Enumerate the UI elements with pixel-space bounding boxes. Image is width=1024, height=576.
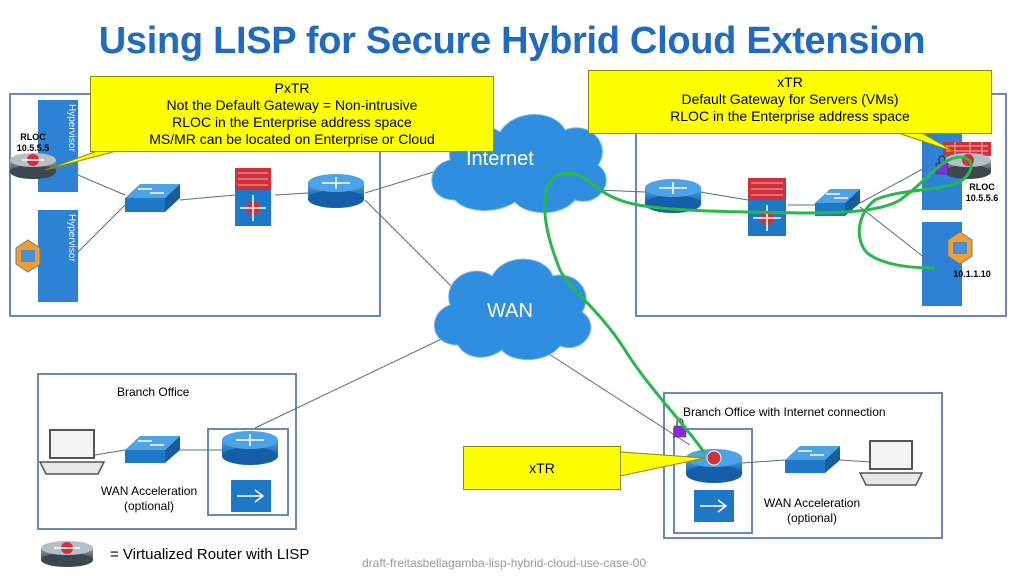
lisp-vrouter-legend-icon bbox=[41, 541, 93, 567]
router-branch-internet bbox=[686, 449, 742, 483]
branch-office-wan-accel-line1: WAN Acceleration bbox=[100, 484, 198, 498]
rloc-right-label: RLOC 10.5.5.6 bbox=[957, 182, 1007, 204]
lisp-tunnel-path bbox=[543, 155, 973, 455]
branch-internet-wan-accel: WAN Acceleration (optional) bbox=[755, 496, 869, 526]
xtr-branch-callout: xTR bbox=[463, 446, 621, 490]
lisp-vrouter-left bbox=[10, 153, 56, 179]
wan-cloud bbox=[434, 258, 592, 361]
hypervisor-bottom-panel: Hypervisor bbox=[38, 210, 78, 302]
xtr-callout: xTR Default Gateway for Servers (VMs) RL… bbox=[588, 70, 992, 134]
xtr-branch-callout-heading: xTR bbox=[529, 460, 555, 476]
pxtr-callout-line1: Not the Default Gateway = Non-intrusive bbox=[166, 97, 418, 113]
legend-text: = Virtualized Router with LISP bbox=[110, 546, 310, 563]
firewall-stack-right bbox=[748, 178, 786, 236]
pxtr-callout-line2: RLOC in the Enterprise address space bbox=[172, 114, 412, 130]
rloc-left-title: RLOC bbox=[20, 132, 46, 142]
lock-icon-branch bbox=[673, 418, 687, 438]
wan-accel-branch bbox=[231, 480, 271, 512]
rloc-left-ip: 10.5.5.5 bbox=[16, 143, 50, 153]
vm-right-ip: 10.1.1.10 bbox=[953, 269, 991, 279]
pxtr-callout-line3: MS/MR can be located on Enterprise or Cl… bbox=[149, 131, 435, 147]
rloc-right-title: RLOC bbox=[969, 182, 995, 192]
rloc-left-label: RLOC 10.5.5.5 bbox=[10, 132, 56, 154]
branch-office-wan-accel-line2: (optional) bbox=[123, 499, 175, 513]
internet-cloud-label: Internet bbox=[466, 148, 534, 170]
branch-internet-wan-accel-line2: (optional) bbox=[786, 511, 838, 525]
firewall-stack-left bbox=[235, 168, 271, 226]
pxtr-callout-pointer bbox=[44, 149, 121, 171]
page-title: Using LISP for Secure Hybrid Cloud Exten… bbox=[98, 20, 926, 62]
wan-accel-branch-internet bbox=[694, 490, 734, 522]
branch-internet-wan-accel-line1: WAN Acceleration bbox=[763, 496, 861, 510]
laptop-branch-internet bbox=[858, 440, 924, 486]
router-branch bbox=[222, 431, 278, 465]
hypervisor-bottom-label: Hypervisor bbox=[66, 214, 77, 262]
laptop-branch bbox=[38, 429, 106, 475]
pxtr-callout: PxTR Not the Default Gateway = Non-intru… bbox=[90, 76, 494, 152]
link-lines bbox=[77, 164, 931, 464]
xtr-callout-heading: xTR bbox=[777, 74, 803, 90]
footer-draft-name: draft-freitasbellagamba-lisp-hybrid-clou… bbox=[362, 556, 647, 570]
rloc-right-ip: 10.5.5.6 bbox=[965, 193, 999, 203]
router-left bbox=[308, 174, 364, 208]
branch-internet-title: Branch Office with Internet connection bbox=[683, 405, 886, 419]
xtr-callout-line2: RLOC in the Enterprise address space bbox=[670, 108, 910, 124]
vm-icon-left bbox=[15, 239, 41, 273]
switch-branch-internet bbox=[785, 446, 840, 473]
branch-office-title: Branch Office bbox=[117, 385, 190, 399]
hypervisor-top-label: Hypervisor bbox=[66, 104, 77, 152]
xtr-callout-line1: Default Gateway for Servers (VMs) bbox=[681, 91, 899, 107]
branch-office-wan-accel: WAN Acceleration (optional) bbox=[92, 484, 206, 514]
switch-left bbox=[125, 184, 180, 212]
vm-icon-right bbox=[947, 231, 973, 265]
pxtr-callout-heading: PxTR bbox=[274, 80, 310, 96]
wan-cloud-label: WAN bbox=[487, 300, 533, 322]
firewall-right-top bbox=[943, 142, 991, 156]
switch-branch bbox=[125, 436, 180, 463]
